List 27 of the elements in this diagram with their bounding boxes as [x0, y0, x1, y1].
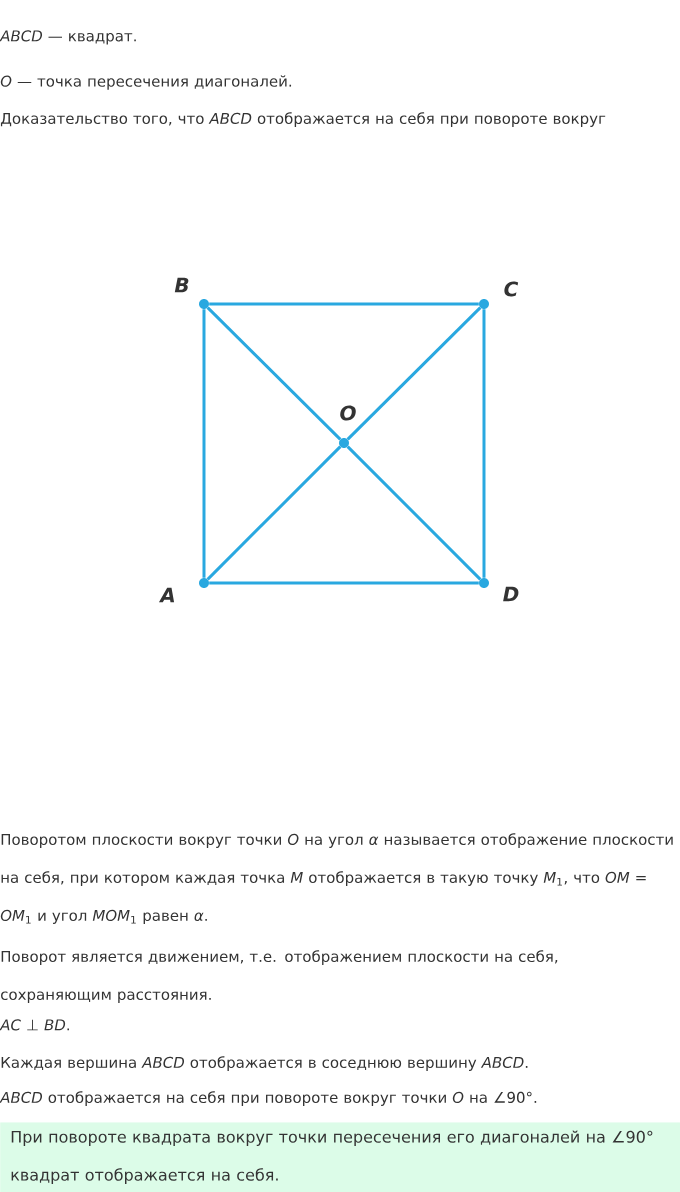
statement-text: ABCD — квадрат.	[0, 30, 136, 45]
line-segment	[209, 302, 479, 306]
statement-text: Поворот является движением, т.е. отображением плоскости на себя, сохраняющим расстояния.	[1, 950, 558, 1003]
line-segment	[346, 306, 482, 441]
point-label: A	[158, 587, 175, 603]
statement-text: Каждая вершина ABCD отображается в соседнюю вершину ABCD.	[1, 1056, 528, 1071]
point-label: D	[503, 586, 519, 602]
point-label: B	[174, 277, 189, 293]
statement-text: Доказательство того, что ABCD отображается на себя при повороте вокруг	[0, 112, 606, 127]
highlight-box: При повороте квадрата вокруг точки пересечения его диагоналей на ∠90° квадрат отображается на себя.	[0, 1122, 680, 1192]
point	[479, 578, 489, 588]
point	[199, 578, 209, 588]
point	[199, 299, 209, 309]
line-segment	[206, 445, 342, 581]
line-segment	[346, 445, 482, 581]
point-label: O	[340, 405, 356, 421]
line-segment	[209, 581, 479, 585]
line-segment	[202, 309, 206, 578]
point	[339, 438, 349, 448]
line-segment	[482, 309, 486, 578]
statement-text: Поворотом плоскости вокруг точки O на угол α называется отображение плоскости на себя, при котором каждая точка M отображается в такую точку M$_{1}$, что OM = OM$_{1}$ и угол MOM$_{1}$ равен α.	[0, 833, 673, 924]
line-segment	[206, 306, 342, 441]
statement-text: ABCD отображается на себя при повороте вокруг точки O на ∠90°.	[0, 1091, 537, 1106]
statement-text: O — точка пересечения диагоналей.	[0, 75, 292, 90]
point	[479, 299, 489, 309]
statement-text: AC ⊥ BD.	[0, 1019, 69, 1031]
point-label: C	[504, 281, 519, 297]
